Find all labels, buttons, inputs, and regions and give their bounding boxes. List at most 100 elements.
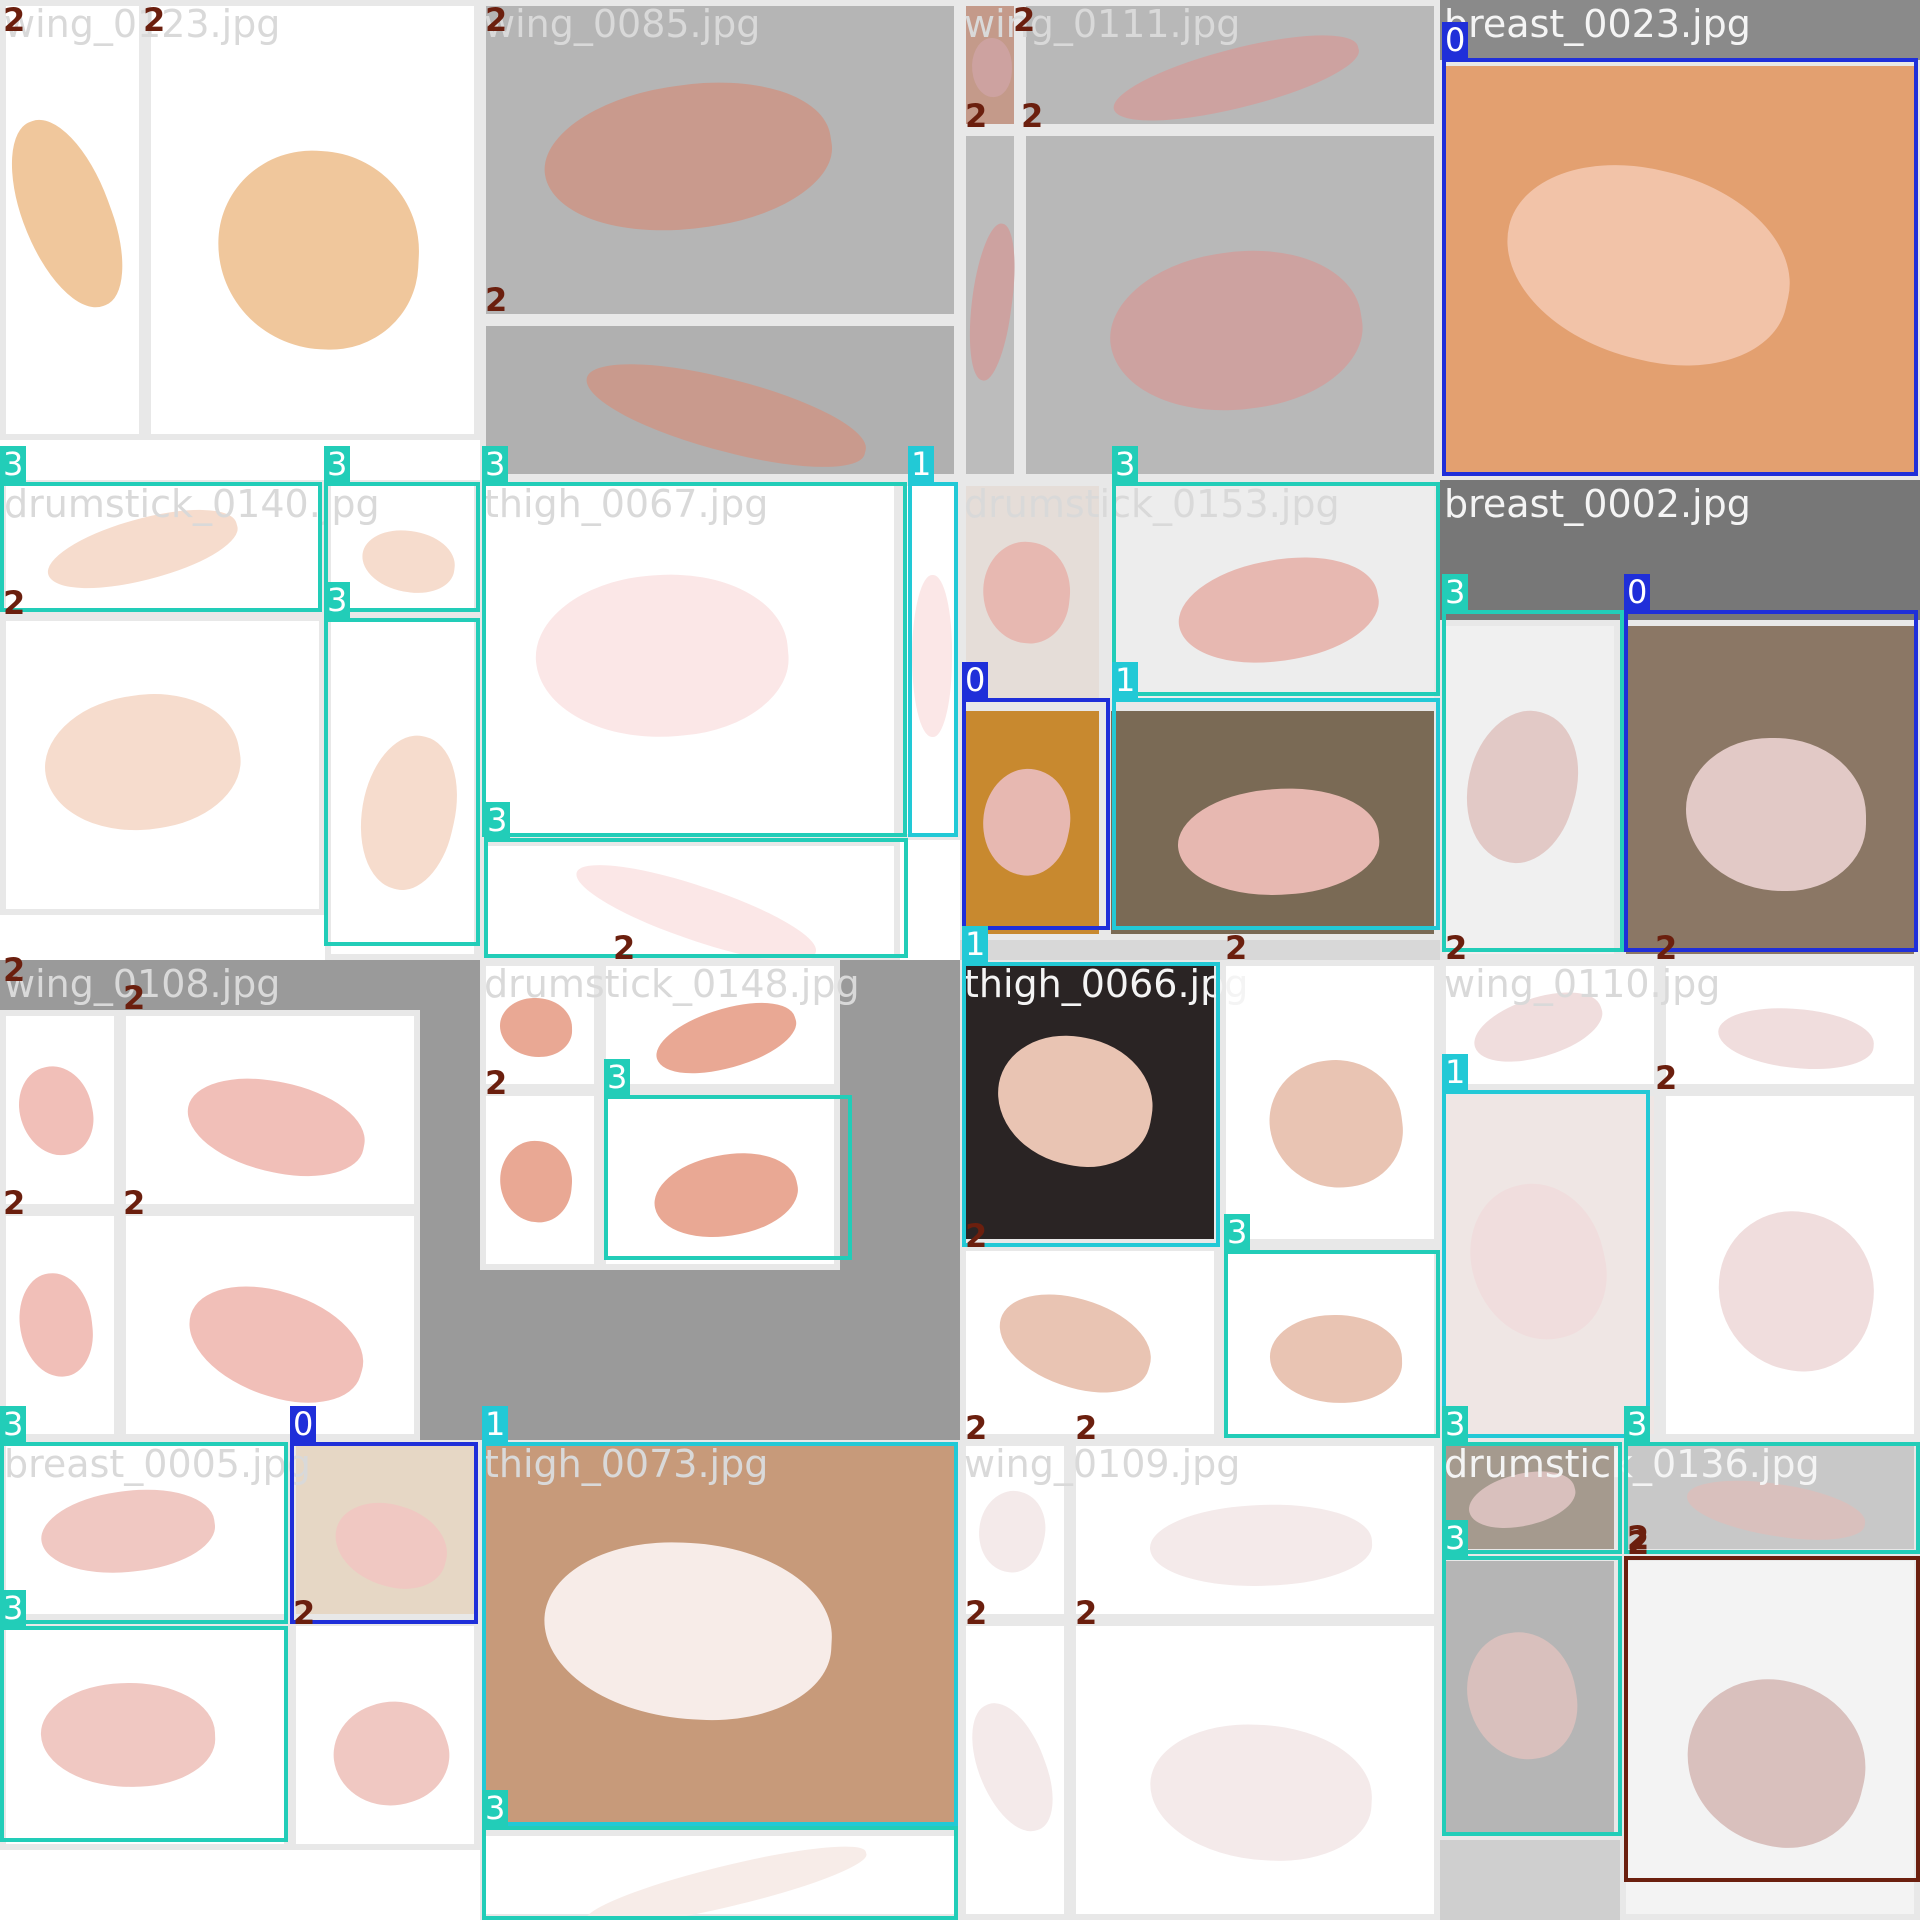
mosaic-tile: drumstick_0153.jpg	[960, 480, 1440, 960]
tile-photo	[480, 320, 960, 480]
class-label: 0	[962, 662, 989, 698]
mosaic-tile: wing_0123.jpg	[0, 0, 480, 480]
class-label: 2	[613, 929, 636, 967]
tile-photo	[480, 1090, 600, 1270]
class-label: 3	[324, 446, 351, 482]
tile-filename: thigh_0067.jpg	[484, 482, 769, 526]
bounding-box	[1442, 1442, 1622, 1554]
class-label: 2	[3, 584, 26, 622]
class-label: 3	[0, 1406, 27, 1442]
class-label: 3	[1112, 446, 1139, 482]
bounding-box	[962, 962, 1220, 1247]
tile-filename: drumstick_0153.jpg	[964, 482, 1340, 526]
bounding-box	[0, 482, 322, 612]
mosaic-tile: thigh_0066.jpg	[960, 960, 1440, 1440]
class-label: 2	[1627, 1519, 1650, 1557]
chicken-piece	[1686, 738, 1866, 892]
class-label: 2	[965, 1217, 988, 1255]
tile-filename: breast_0002.jpg	[1444, 482, 1751, 526]
tile-filename: thigh_0066.jpg	[964, 962, 1249, 1006]
tile-photo	[960, 1620, 1070, 1920]
tile-filename: wing_0123.jpg	[4, 2, 281, 46]
tile-photo	[1660, 1090, 1920, 1440]
class-label: 1	[1112, 662, 1139, 698]
tile-photo	[1070, 1440, 1440, 1620]
tile-photo	[1020, 0, 1440, 140]
tile-filename: wing_0109.jpg	[964, 1442, 1241, 1486]
tile-filename: drumstick_0140.jpg	[4, 482, 380, 526]
class-label: 2	[485, 281, 508, 319]
tile-photo	[1020, 130, 1440, 480]
tile-filename: thigh_0073.jpg	[484, 1442, 769, 1486]
tile-photo	[1660, 960, 1920, 1090]
bounding-box	[1442, 1556, 1622, 1836]
class-label: 2	[965, 1594, 988, 1632]
class-label: 2	[1021, 97, 1044, 135]
tile-photo	[145, 0, 480, 440]
tile-photo	[1440, 1090, 1660, 1440]
class-label: 1	[908, 446, 935, 482]
mosaic-tile: wing_0111.jpg	[960, 0, 1440, 480]
bounding-box	[0, 1442, 288, 1624]
tile-photo	[325, 480, 480, 615]
tile-photo	[1105, 705, 1440, 940]
mosaic-tile: wing_0109.jpg	[960, 1440, 1440, 1920]
mosaic-tile: wing_0085.jpg	[480, 0, 960, 480]
bounding-box	[1442, 1090, 1650, 1438]
class-label: 3	[604, 1059, 631, 1095]
tile-filename: breast_0005.jpg	[4, 1442, 311, 1486]
class-label: 2	[143, 1, 166, 39]
bounding-box	[962, 698, 1110, 930]
tile-photo	[0, 0, 145, 440]
class-label: 3	[484, 802, 511, 838]
class-label: 2	[1075, 1409, 1098, 1447]
tile-photo	[960, 0, 1020, 130]
bounding-box	[482, 1826, 958, 1920]
bounding-box	[1624, 1556, 1920, 1882]
class-label: 1	[482, 1406, 509, 1442]
bounding-box	[1442, 58, 1918, 476]
bounding-box	[290, 1442, 478, 1624]
tile-photo	[480, 960, 600, 1090]
mosaic-tile: thigh_0067.jpg	[480, 480, 960, 960]
tile-filename: breast_0023.jpg	[1444, 2, 1751, 46]
tile-filename: wing_0110.jpg	[1444, 962, 1721, 1006]
tile-filename: wing_0108.jpg	[4, 962, 281, 1006]
tile-photo	[1220, 960, 1440, 1245]
tile-photo	[480, 0, 960, 320]
tile-filename: wing_0111.jpg	[964, 2, 1241, 46]
class-label: 2	[485, 1064, 508, 1102]
tile-photo	[0, 1210, 120, 1440]
tile-photo	[0, 615, 325, 915]
bounding-box	[1442, 610, 1624, 952]
class-label: 3	[324, 582, 351, 618]
bounding-box	[1112, 698, 1440, 930]
class-label: 1	[962, 926, 989, 962]
class-label: 3	[0, 1590, 27, 1626]
class-label: 3	[1442, 1520, 1469, 1556]
class-label: 2	[1075, 1594, 1098, 1632]
class-label: 3	[1442, 1406, 1469, 1442]
class-label: 2	[123, 979, 146, 1017]
class-label: 2	[1655, 1059, 1678, 1097]
mosaic-tile: breast_0023.jpg	[1440, 0, 1920, 480]
class-label: 2	[3, 1, 26, 39]
class-label: 2	[965, 1409, 988, 1447]
class-label: 0	[1442, 22, 1469, 58]
class-label: 2	[1445, 929, 1468, 967]
tile-photo	[1620, 1555, 1920, 1920]
class-label: 0	[1624, 574, 1651, 610]
class-label: 3	[1624, 1406, 1651, 1442]
tile-photo	[960, 1245, 1220, 1440]
tile-photo	[600, 1090, 840, 1270]
bounding-box	[604, 1095, 852, 1260]
class-label: 2	[485, 1, 508, 39]
bounding-box	[482, 482, 907, 837]
class-label: 2	[1627, 1524, 1650, 1562]
tile-photo	[1220, 1245, 1440, 1440]
tile-photo	[1440, 620, 1620, 960]
class-label: 2	[123, 1184, 146, 1222]
